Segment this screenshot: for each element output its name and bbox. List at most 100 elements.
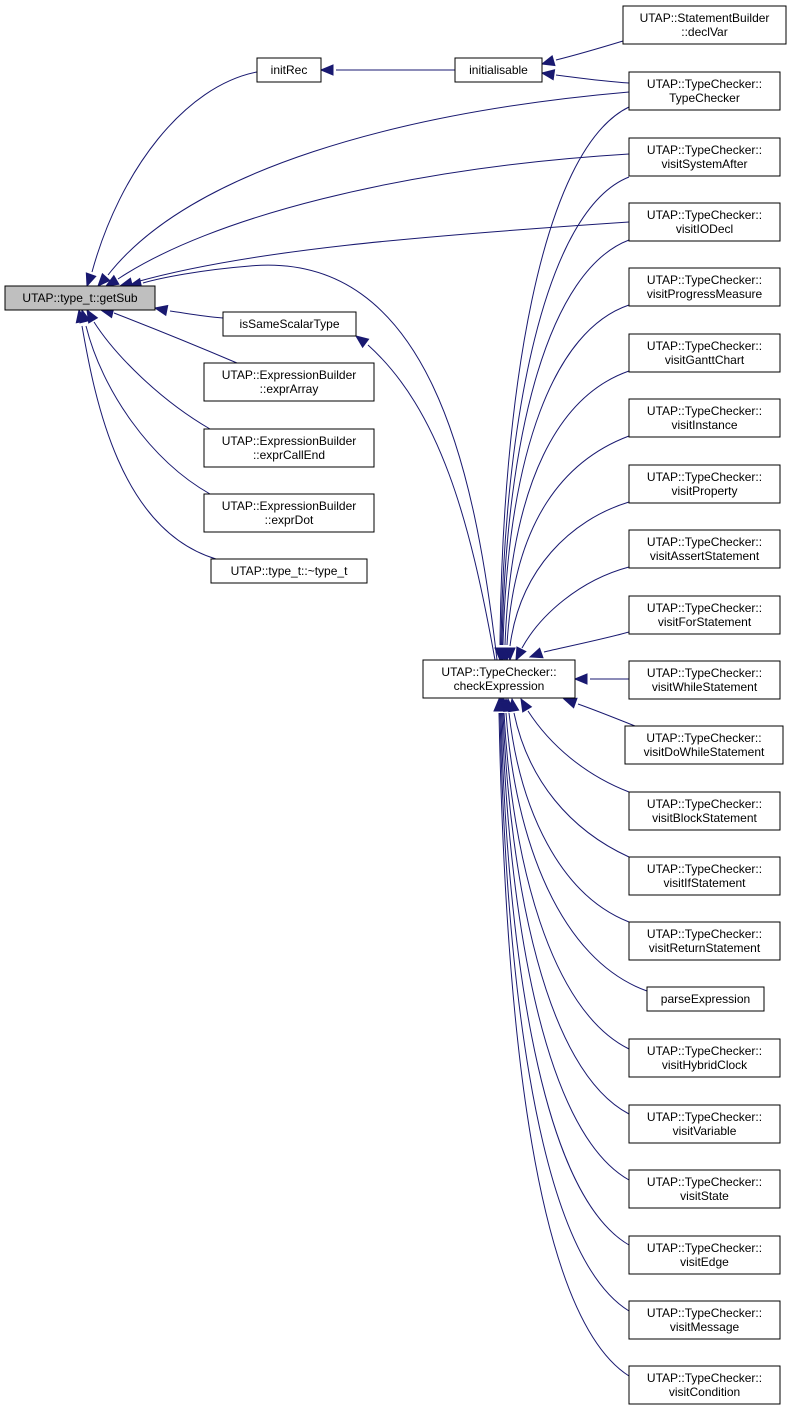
node-label: UTAP::TypeChecker:: xyxy=(647,339,762,353)
node-label: UTAP::TypeChecker:: xyxy=(441,665,556,679)
node-getSub[interactable]: UTAP::type_t::getSub xyxy=(4,285,156,311)
node-label: ::exprCallEnd xyxy=(253,448,325,462)
edge-line xyxy=(513,712,630,858)
node-label: visitBlockStatement xyxy=(652,811,757,825)
node-checkExpression[interactable]: UTAP::TypeChecker::checkExpression xyxy=(422,659,576,699)
node-label: visitMessage xyxy=(670,1320,740,1334)
node-label: UTAP::TypeChecker:: xyxy=(647,1371,762,1385)
node-visitForStatement[interactable]: UTAP::TypeChecker::visitForStatement xyxy=(628,595,781,635)
edge-line xyxy=(499,712,630,1312)
edge-line xyxy=(502,304,630,646)
edge-line xyxy=(500,176,630,646)
node-visitIODecl[interactable]: UTAP::TypeChecker::visitIODecl xyxy=(628,202,781,242)
node-visitWhileStatement[interactable]: UTAP::TypeChecker::visitWhileStatement xyxy=(628,660,781,700)
node-isSameScalarType[interactable]: isSameScalarType xyxy=(222,311,357,337)
node-visitVariable[interactable]: UTAP::TypeChecker::visitVariable xyxy=(628,1104,781,1144)
node-label: checkExpression xyxy=(454,679,545,693)
node-label: UTAP::ExpressionBuilder xyxy=(222,368,357,382)
node-box xyxy=(646,986,765,1012)
node-visitIfStatement[interactable]: UTAP::TypeChecker::visitIfStatement xyxy=(628,856,781,896)
node-box xyxy=(422,659,576,699)
node-visitBlockStatement[interactable]: UTAP::TypeChecker::visitBlockStatement xyxy=(628,791,781,831)
edge-line xyxy=(527,710,630,793)
node-box xyxy=(203,428,375,468)
node-label: UTAP::TypeChecker:: xyxy=(646,731,761,745)
arrowhead xyxy=(528,647,544,659)
node-label: visitState xyxy=(680,1189,729,1203)
node-exprArray[interactable]: UTAP::ExpressionBuilder::exprArray xyxy=(203,362,375,402)
node-box xyxy=(628,267,781,307)
node-label: UTAP::TypeChecker:: xyxy=(647,273,762,287)
node-visitSystemAfter[interactable]: UTAP::TypeChecker::visitSystemAfter xyxy=(628,137,781,177)
edge-visitBlockStatement-to-checkExpression xyxy=(520,697,630,793)
edge-declVar-to-initialisable xyxy=(540,40,624,67)
node-visitProgressMeasure[interactable]: UTAP::TypeChecker::visitProgressMeasure xyxy=(628,267,781,307)
node-initRec[interactable]: initRec xyxy=(256,57,322,83)
node-visitMessage[interactable]: UTAP::TypeChecker::visitMessage xyxy=(628,1300,781,1340)
edge-line xyxy=(93,321,211,430)
node-label: UTAP::TypeChecker:: xyxy=(647,1241,762,1255)
node-box xyxy=(454,57,543,83)
node-declVar[interactable]: UTAP::StatementBuilder::declVar xyxy=(622,5,787,45)
node-label: visitIODecl xyxy=(676,222,733,236)
edge-checkExpression-to-isSameScalarType xyxy=(354,335,496,661)
node-box xyxy=(4,285,156,311)
node-box xyxy=(628,464,781,504)
node-label: UTAP::TypeChecker:: xyxy=(647,797,762,811)
edge-line xyxy=(81,325,217,560)
node-label: UTAP::TypeChecker:: xyxy=(647,601,762,615)
edge-line xyxy=(500,712,630,1246)
node-TypeChecker[interactable]: UTAP::TypeChecker::TypeChecker xyxy=(628,71,781,111)
node-label: visitReturnStatement xyxy=(649,941,761,955)
node-visitInstance[interactable]: UTAP::TypeChecker::visitInstance xyxy=(628,398,781,438)
node-exprDot[interactable]: UTAP::ExpressionBuilder::exprDot xyxy=(203,493,375,533)
node-label: UTAP::TypeChecker:: xyxy=(647,1110,762,1124)
edge-visitSystemAfter-to-getSub xyxy=(104,153,630,287)
edge-visitCondition-to-checkExpression xyxy=(493,697,630,1377)
arrowhead xyxy=(562,697,578,709)
arrowhead xyxy=(493,697,505,712)
arrowhead xyxy=(354,335,370,349)
node-label: visitGanttChart xyxy=(665,353,745,367)
edge-line xyxy=(107,91,630,276)
node-box xyxy=(628,1365,781,1405)
node-box xyxy=(628,333,781,373)
edge-visitMessage-to-checkExpression xyxy=(494,697,630,1312)
edge-line xyxy=(543,631,630,653)
node-visitHybridClock[interactable]: UTAP::TypeChecker::visitHybridClock xyxy=(628,1038,781,1078)
node-exprCallEnd[interactable]: UTAP::ExpressionBuilder::exprCallEnd xyxy=(203,428,375,468)
node-label: UTAP::ExpressionBuilder xyxy=(222,499,357,513)
node-label: UTAP::TypeChecker:: xyxy=(647,1175,762,1189)
node-label: visitIfStatement xyxy=(663,876,746,890)
node-box xyxy=(628,202,781,242)
edge-TypeChecker-to-initialisable xyxy=(540,69,630,84)
node-label: visitInstance xyxy=(671,418,737,432)
edge-visitProperty-to-checkExpression xyxy=(504,501,630,662)
node-visitProperty[interactable]: UTAP::TypeChecker::visitProperty xyxy=(628,464,781,504)
arrowhead xyxy=(153,304,169,317)
node-box xyxy=(628,595,781,635)
node-visitState[interactable]: UTAP::TypeChecker::visitState xyxy=(628,1169,781,1209)
node-visitGanttChart[interactable]: UTAP::TypeChecker::visitGanttChart xyxy=(628,333,781,373)
node-box xyxy=(628,660,781,700)
edge-line xyxy=(577,703,636,727)
node-visitAssertStatement[interactable]: UTAP::TypeChecker::visitAssertStatement xyxy=(628,529,781,569)
arrowhead xyxy=(520,697,533,713)
edge-visitDoWhileStatement-to-checkExpression xyxy=(562,697,636,727)
edge-line xyxy=(501,712,630,1181)
node-initialisable[interactable]: initialisable xyxy=(454,57,543,83)
arrowhead xyxy=(540,55,556,67)
node-box xyxy=(628,1104,781,1144)
edge-line xyxy=(498,712,630,1377)
node-label: visitProgressMeasure xyxy=(647,287,763,301)
node-visitCondition[interactable]: UTAP::TypeChecker::visitCondition xyxy=(628,1365,781,1405)
node-visitEdge[interactable]: UTAP::TypeChecker::visitEdge xyxy=(628,1235,781,1275)
node-visitDoWhileStatement[interactable]: UTAP::TypeChecker::visitDoWhileStatement xyxy=(624,725,784,765)
node-parseExpression[interactable]: parseExpression xyxy=(646,986,765,1012)
edge-line xyxy=(113,312,238,364)
node-visitReturnStatement[interactable]: UTAP::TypeChecker::visitReturnStatement xyxy=(628,921,781,961)
edge-line xyxy=(499,106,630,646)
node-label: visitVariable xyxy=(673,1124,737,1138)
node-dtor[interactable]: UTAP::type_t::~type_t xyxy=(210,558,368,584)
